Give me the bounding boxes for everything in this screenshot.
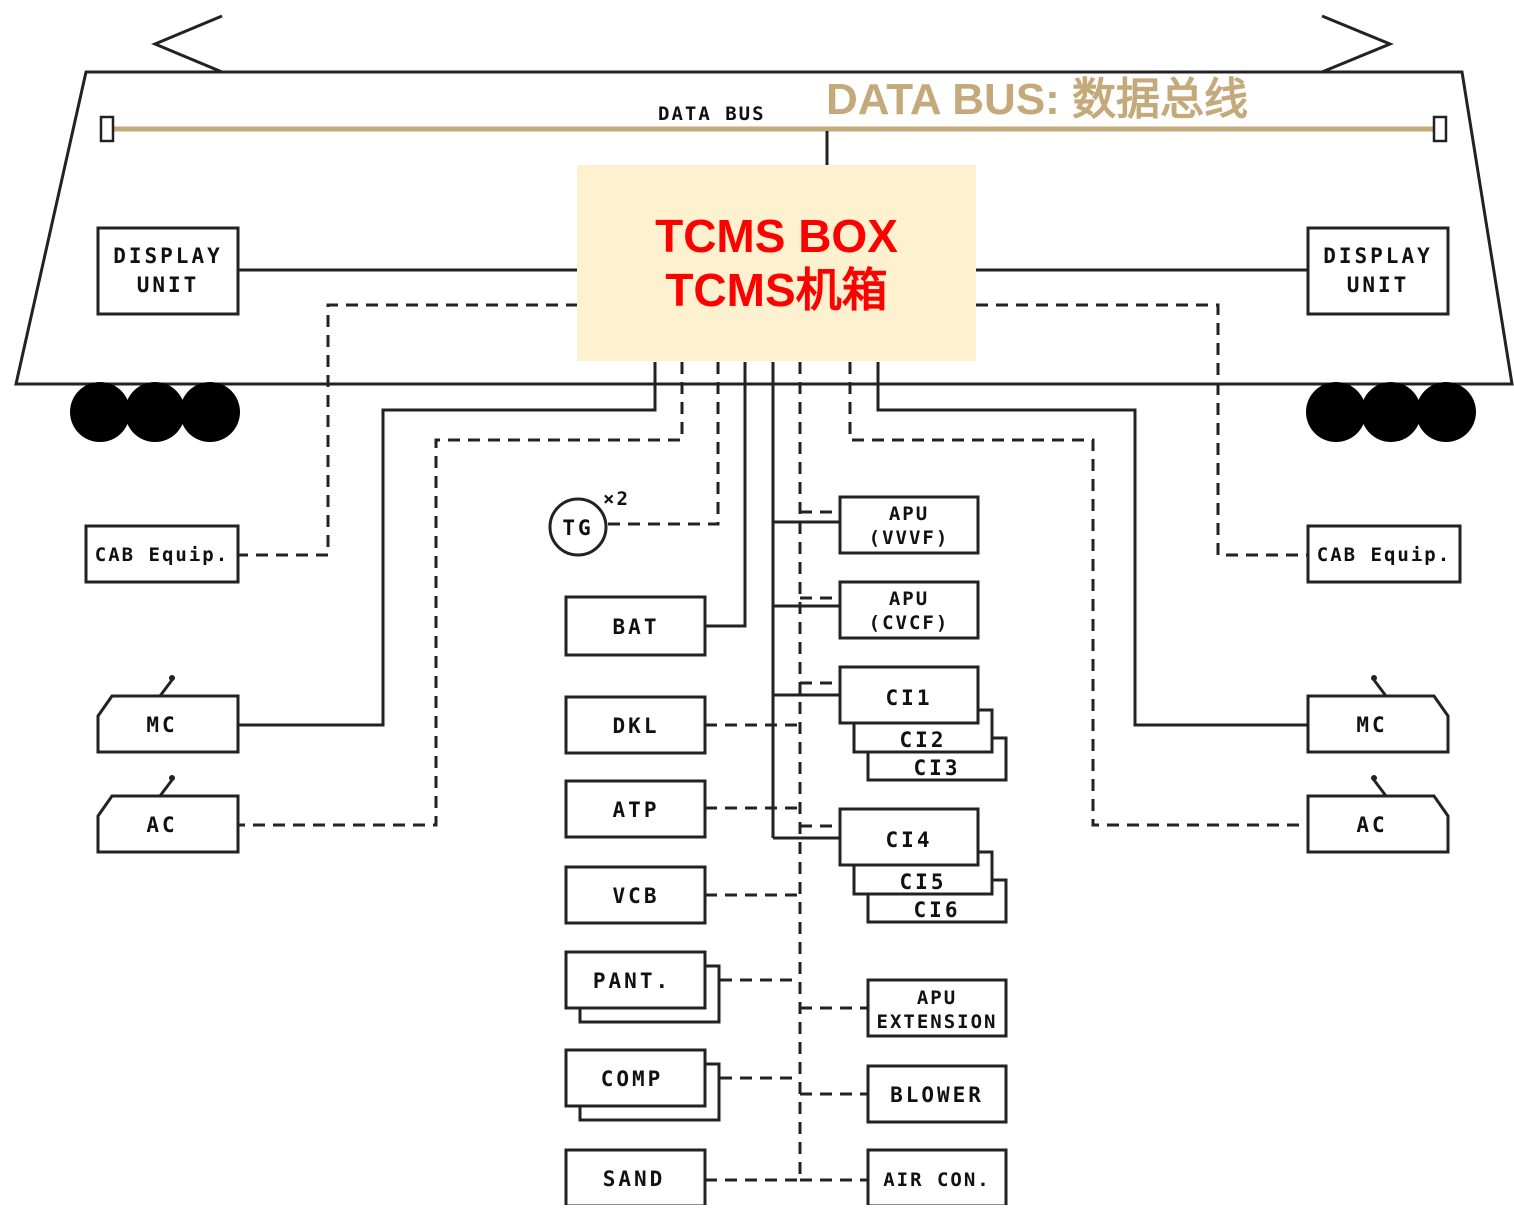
atp-label: ATP bbox=[613, 798, 660, 822]
tg-label: TG bbox=[562, 516, 593, 540]
pantograph-left-icon bbox=[151, 14, 223, 74]
tg-generator: TG ×2 bbox=[548, 488, 630, 557]
mc-link-right bbox=[876, 362, 1308, 727]
ci2-label: CI2 bbox=[900, 728, 947, 752]
dkl-label: DKL bbox=[613, 714, 660, 738]
apu-vvvf-line1: APU bbox=[889, 503, 929, 525]
atp-box: ATP bbox=[564, 779, 707, 839]
comp-label: COMP bbox=[601, 1067, 664, 1091]
data-bus-label: DATA BUS bbox=[658, 103, 766, 125]
display-unit-left-line2: UNIT bbox=[137, 273, 200, 297]
apu-cvcf-box: APU (CVCF) bbox=[838, 580, 980, 640]
mc-left: MC bbox=[96, 675, 240, 754]
aircon-box: AIR CON. bbox=[866, 1148, 1008, 1208]
pant-label: PANT. bbox=[593, 969, 671, 993]
bus-terminator-left bbox=[99, 115, 115, 143]
pant-box: PANT. bbox=[564, 950, 721, 1024]
cab-equip-right-label: CAB Equip. bbox=[1317, 544, 1451, 566]
data-bus-title: DATA BUS: 数据总线 bbox=[826, 75, 1249, 124]
ac-left-label: AC bbox=[146, 813, 177, 837]
pantograph-right-icon bbox=[1321, 14, 1394, 74]
vcb-box: VCB bbox=[564, 865, 707, 925]
tcms-box: TCMS BOX TCMS机箱 bbox=[577, 165, 976, 361]
apu-extension-line2: EXTENSION bbox=[877, 1011, 998, 1033]
bus-terminator-right bbox=[1432, 115, 1448, 143]
ac-link-left bbox=[238, 362, 684, 827]
cab-link-left bbox=[238, 303, 578, 557]
aircon-label: AIR CON. bbox=[883, 1169, 991, 1191]
ac-link-right bbox=[848, 362, 1308, 827]
bat-box: BAT bbox=[564, 595, 707, 657]
mc-left-label: MC bbox=[146, 713, 177, 737]
bat-label: BAT bbox=[613, 615, 660, 639]
vcb-label: VCB bbox=[613, 884, 660, 908]
ci6-label: CI6 bbox=[914, 898, 961, 922]
display-unit-left: DISPLAY UNIT bbox=[96, 226, 240, 316]
ci1-label: CI1 bbox=[886, 686, 933, 710]
dkl-box: DKL bbox=[564, 695, 707, 755]
sand-label: SAND bbox=[603, 1167, 666, 1191]
mc-right: MC bbox=[1306, 675, 1450, 754]
ci-group-b: CI4 CI5 CI6 bbox=[838, 807, 1008, 924]
ci4-label: CI4 bbox=[886, 828, 933, 852]
bat-link bbox=[705, 362, 747, 628]
apu-vvvf-line2: (VVVF) bbox=[869, 527, 950, 549]
apu-cvcf-line1: APU bbox=[889, 588, 929, 610]
ci5-label: CI5 bbox=[900, 870, 947, 894]
tcms-box-title: TCMS BOX bbox=[655, 210, 898, 262]
ci3-label: CI3 bbox=[914, 756, 961, 780]
wheels-right bbox=[1306, 382, 1476, 442]
apu-extension-line1: APU bbox=[917, 987, 957, 1009]
tg-link bbox=[606, 362, 720, 526]
cab-link-right bbox=[976, 303, 1308, 557]
display-unit-left-line1: DISPLAY bbox=[113, 244, 223, 268]
ac-right-label: AC bbox=[1356, 813, 1387, 837]
display-unit-right-line2: UNIT bbox=[1347, 273, 1410, 297]
blower-label: BLOWER bbox=[890, 1083, 984, 1107]
tcms-box-subtitle: TCMS机箱 bbox=[665, 264, 888, 316]
display-unit-right: DISPLAY UNIT bbox=[1306, 226, 1450, 316]
ac-right: AC bbox=[1306, 775, 1450, 854]
car-body bbox=[14, 70, 1514, 386]
sand-box: SAND bbox=[564, 1148, 707, 1208]
mc-right-label: MC bbox=[1356, 713, 1387, 737]
comp-box: COMP bbox=[564, 1048, 721, 1122]
cab-equip-left: CAB Equip. bbox=[84, 524, 240, 584]
wheels-left bbox=[70, 382, 240, 442]
apu-cvcf-line2: (CVCF) bbox=[869, 612, 950, 634]
cab-equip-left-label: CAB Equip. bbox=[95, 544, 229, 566]
blower-box: BLOWER bbox=[866, 1064, 1008, 1124]
display-unit-right-line1: DISPLAY bbox=[1323, 244, 1433, 268]
ci-group-a: CI1 CI2 CI3 bbox=[838, 665, 1008, 782]
ac-left: AC bbox=[96, 775, 240, 854]
apu-vvvf-box: APU (VVVF) bbox=[838, 495, 980, 555]
mc-link-left bbox=[238, 362, 657, 727]
cab-equip-right: CAB Equip. bbox=[1306, 524, 1462, 584]
tg-multiplier: ×2 bbox=[603, 488, 630, 510]
apu-extension-box: APU EXTENSION bbox=[866, 978, 1008, 1038]
